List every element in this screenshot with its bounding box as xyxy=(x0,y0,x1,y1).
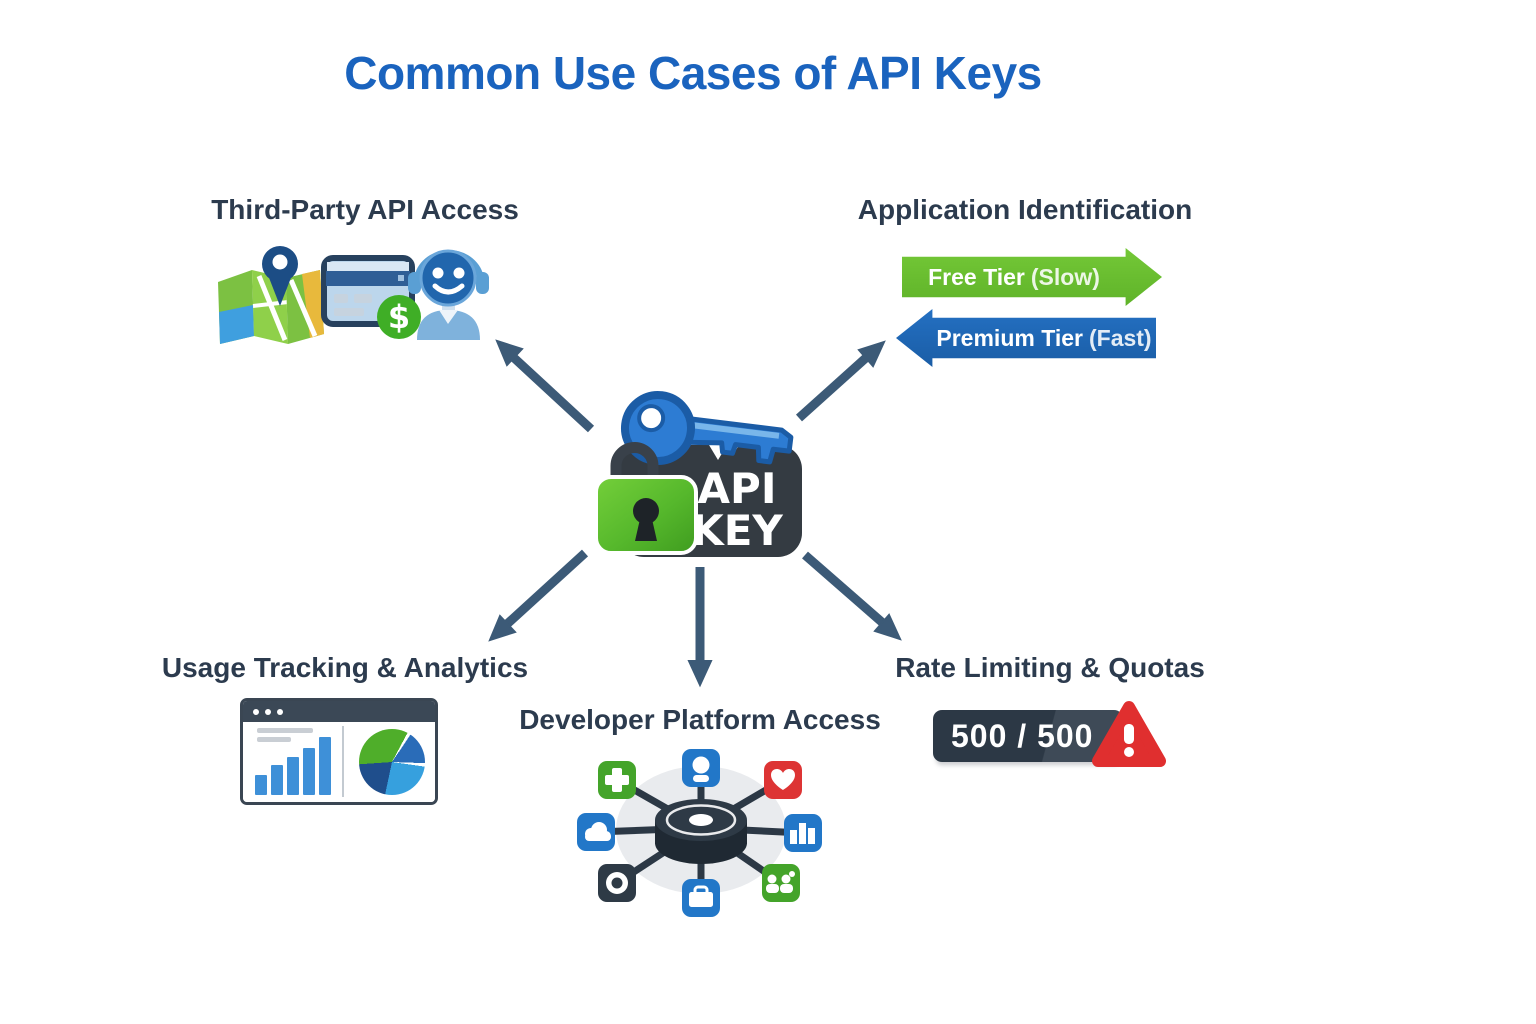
dashboard-body xyxy=(243,722,435,802)
heading-developer-platform: Developer Platform Access xyxy=(519,704,881,735)
window-dot xyxy=(265,708,271,715)
quota-counter: 500 / 500 xyxy=(933,710,1123,762)
api-key-tag: API KEY xyxy=(620,445,802,557)
premium-tier-arrow-banner: Premium Tier (Fast) xyxy=(896,309,1156,367)
dashboard-titlebar xyxy=(243,701,435,722)
camera-app-icon xyxy=(598,864,636,902)
team-app-icon xyxy=(762,864,800,902)
bar-chart-icon xyxy=(255,737,331,795)
arrow-to-app-identification xyxy=(795,340,886,422)
arrow-to-third-party xyxy=(495,339,595,433)
divider xyxy=(342,726,344,797)
heading-third-party: Third-Party API Access xyxy=(211,194,519,225)
text-placeholder-line xyxy=(257,728,313,733)
free-tier-paren: (Slow) xyxy=(1030,263,1100,290)
padlock-icon xyxy=(594,442,698,555)
premium-tier-paren: (Fast) xyxy=(1088,324,1152,351)
dollar-badge-icon: $ xyxy=(377,295,421,339)
arrow-to-rate-limiting xyxy=(802,551,902,641)
chatbot-icon xyxy=(408,249,489,340)
platform-hub-icon xyxy=(558,742,846,934)
briefcase-app-icon xyxy=(682,879,720,917)
heading-usage-tracking: Usage Tracking & Analytics xyxy=(161,652,529,683)
free-tier-arrow-banner: Free Tier (Slow) xyxy=(902,248,1162,306)
warning-triangle-icon xyxy=(1092,701,1166,767)
heading-rate-limiting: Rate Limiting & Quotas xyxy=(895,652,1205,683)
cloud-app-icon xyxy=(577,813,615,851)
free-tier-label: Free Tier xyxy=(928,263,1025,290)
key-text: KEY xyxy=(691,506,783,555)
pie-chart-icon xyxy=(359,729,425,795)
api-text: API xyxy=(698,464,777,513)
api-key-emblem: API KEY xyxy=(585,375,815,583)
text-placeholder-line xyxy=(257,737,291,742)
quota-counter-text: 500 / 500 xyxy=(951,717,1094,754)
user-app-icon xyxy=(682,749,720,787)
premium-tier-label: Premium Tier xyxy=(936,324,1083,351)
plus-app-icon xyxy=(598,761,636,799)
heart-app-icon xyxy=(764,761,802,799)
window-dot xyxy=(253,708,259,715)
map-location-icon xyxy=(218,246,324,344)
heading-application-identification: Application Identification xyxy=(857,194,1193,225)
analytics-dashboard-icon xyxy=(240,698,438,805)
page-title: Common Use Cases of API Keys xyxy=(344,47,1042,99)
chart-app-icon xyxy=(784,814,822,852)
arrow-to-developer-platform xyxy=(687,567,713,688)
section-third-party-icons: $ xyxy=(214,244,494,346)
hub-core-icon xyxy=(655,799,747,864)
arrow-to-usage-tracking xyxy=(488,549,589,642)
window-dot xyxy=(277,708,283,715)
credit-card-icon: $ xyxy=(321,255,421,339)
svg-text:$: $ xyxy=(388,298,410,336)
